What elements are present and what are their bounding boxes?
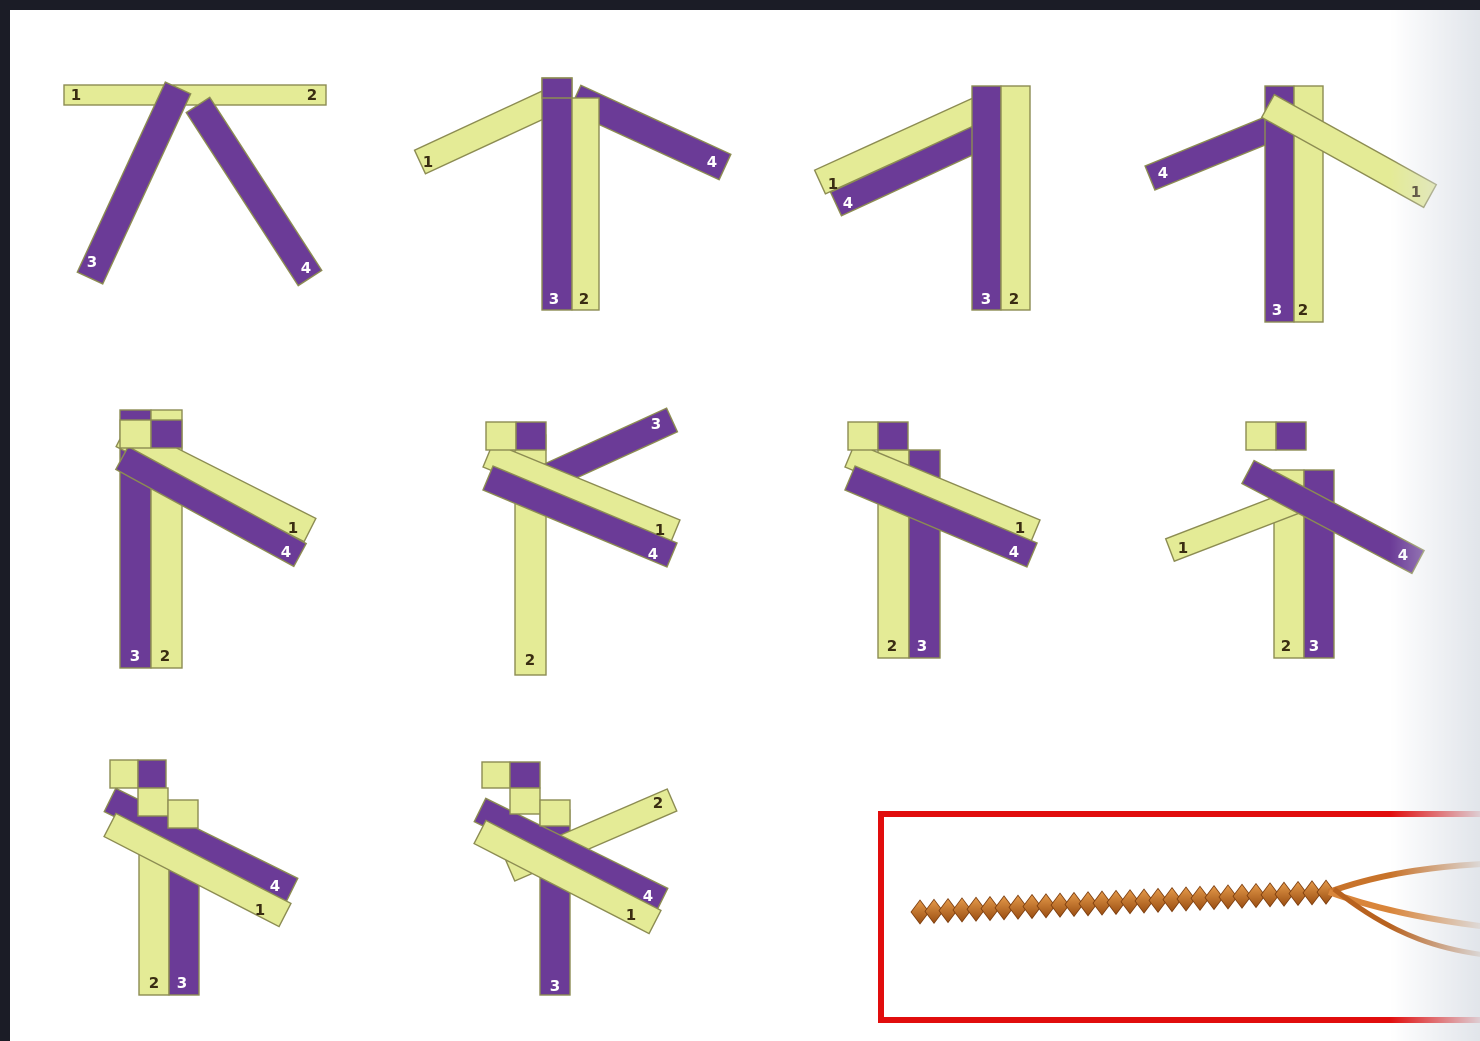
strand-number-label: 4 xyxy=(1009,543,1019,561)
strand-number-label: 2 xyxy=(1298,301,1308,319)
braid-step-1: 1 2 3 4 xyxy=(64,82,326,285)
strand-number-label: 2 xyxy=(887,637,897,655)
strand-number-label: 1 xyxy=(423,153,433,171)
strand-number-label: 4 xyxy=(648,545,658,563)
strip-4 xyxy=(186,97,322,285)
strand-number-label: 2 xyxy=(1281,637,1291,655)
strand-number-label: 3 xyxy=(981,290,991,308)
braid-step-7: 1 4 2 3 xyxy=(845,422,1040,658)
strand-number-label: 2 xyxy=(653,794,663,812)
fold xyxy=(848,422,878,450)
fold xyxy=(486,422,516,450)
fold xyxy=(138,788,168,816)
braid-step-5: 1 4 3 2 xyxy=(116,410,316,668)
braid-step-3: 14 32 xyxy=(815,86,1030,310)
fold xyxy=(540,800,570,826)
loose-strand xyxy=(1329,892,1480,929)
strand-number-label: 1 xyxy=(71,86,81,104)
strip-3 xyxy=(542,78,572,310)
strand-number-label: 3 xyxy=(550,977,560,995)
fold xyxy=(510,762,540,788)
strand-number-label: 3 xyxy=(1272,301,1282,319)
strand-number-label: 4 xyxy=(843,194,853,212)
strand-number-label: 4 xyxy=(643,887,653,905)
strand-number-label: 4 xyxy=(1158,164,1168,182)
strand-number-label: 3 xyxy=(917,637,927,655)
strand-number-label: 2 xyxy=(579,290,589,308)
strand-number-label: 4 xyxy=(281,543,291,561)
strand-number-label: 1 xyxy=(255,901,265,919)
strip-3 xyxy=(972,86,1001,310)
strand-number-label: 4 xyxy=(1398,546,1408,564)
braid-step-6: 3 1 4 2 xyxy=(483,408,680,675)
finished-braid-photo xyxy=(884,817,1480,1017)
strand-number-label: 4 xyxy=(270,877,280,895)
braid-step-2: 1 4 3 2 xyxy=(415,78,731,310)
strand-number-label: 1 xyxy=(1411,183,1421,201)
braid-cord xyxy=(911,880,1335,924)
strand-number-label: 3 xyxy=(549,290,559,308)
strand-number-label: 2 xyxy=(149,974,159,992)
strand-number-label: 4 xyxy=(301,259,311,277)
strand-number-label: 3 xyxy=(651,415,661,433)
fold xyxy=(110,760,138,788)
fold xyxy=(510,788,540,814)
strand-number-label: 3 xyxy=(87,253,97,271)
fold xyxy=(138,760,166,788)
fold xyxy=(120,420,151,448)
strip-2 xyxy=(572,98,599,310)
strip-1-2 xyxy=(64,85,326,105)
strip-2 xyxy=(1001,86,1030,310)
braid-step-10: 2 41 3 xyxy=(474,762,677,995)
strand-number-label: 1 xyxy=(655,521,665,539)
strand-number-label: 1 xyxy=(626,906,636,924)
finished-braid-photo-frame xyxy=(878,811,1480,1023)
strand-number-label: 3 xyxy=(1309,637,1319,655)
strand-number-label: 2 xyxy=(1009,290,1019,308)
strip-1 xyxy=(415,86,564,174)
fold xyxy=(878,422,908,450)
fold xyxy=(542,78,572,98)
fold xyxy=(151,420,182,448)
fold xyxy=(1276,422,1306,450)
fold xyxy=(516,422,546,450)
strand-number-label: 1 xyxy=(1015,519,1025,537)
strand-number-label: 2 xyxy=(525,651,535,669)
strand-number-label: 1 xyxy=(1178,539,1188,557)
strand-number-label: 3 xyxy=(177,974,187,992)
strand-number-label: 4 xyxy=(707,153,717,171)
strand-number-label: 3 xyxy=(130,647,140,665)
strand-number-label: 1 xyxy=(288,519,298,537)
fold xyxy=(482,762,510,788)
strand-number-label: 1 xyxy=(828,175,838,193)
fold xyxy=(1246,422,1276,450)
strand-number-label: 2 xyxy=(160,647,170,665)
strand-number-label: 2 xyxy=(307,86,317,104)
loose-strand xyxy=(1329,863,1480,892)
fold xyxy=(168,800,198,828)
